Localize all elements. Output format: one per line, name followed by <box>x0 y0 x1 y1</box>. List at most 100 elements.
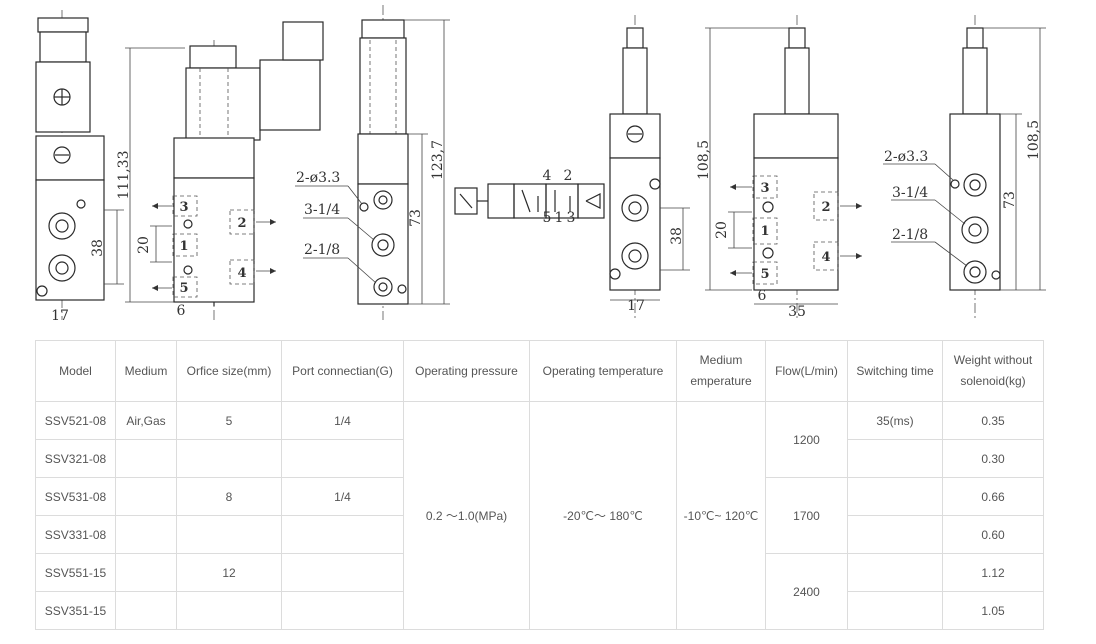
symbol-port-5: 5 <box>543 210 552 226</box>
symbol-port-1: 1 <box>555 210 564 226</box>
cell-weight: 1.05 <box>942 591 1044 630</box>
table-row: SSV321-08 0.30 <box>35 439 1044 478</box>
dim-bottom: 17 <box>51 308 69 320</box>
cell-port <box>281 439 404 478</box>
dim-bottom-small: 6 <box>758 288 767 304</box>
cell-switching-time <box>847 439 943 478</box>
port-label-1: 1 <box>760 224 769 239</box>
cell-orifice <box>176 591 282 630</box>
spec-table: Model Medium Orfice size(mm) Port connec… <box>35 340 1044 630</box>
port-label-4: 4 <box>821 250 830 265</box>
cell-orifice: 12 <box>176 553 282 592</box>
header-operating-pressure: Operating pressure <box>403 340 530 402</box>
header-model: Model <box>35 340 116 402</box>
drawing-side-view-ports-stem: 2-ø3.3 3-1/4 2-1/8 73 108,5 <box>883 15 1046 320</box>
cell-operating-temperature: -20℃～ 180℃ <box>529 401 677 630</box>
cell-orifice <box>176 515 282 554</box>
hole-label: 2-ø3.3 <box>884 149 928 165</box>
dim-width: 38 <box>90 239 106 257</box>
cell-port: 1/4 <box>281 401 404 440</box>
cell-model: SSV551-15 <box>35 553 116 592</box>
port-label-2: 2 <box>821 200 830 215</box>
cell-port <box>281 553 404 592</box>
dim-height: 108,5 <box>696 140 712 180</box>
table-row: SSV331-08 0.60 <box>35 515 1044 554</box>
cell-port <box>281 591 404 630</box>
symbol-port-4: 4 <box>543 168 552 184</box>
header-flow: Flow(L/min) <box>765 340 848 402</box>
dim-height: 111,33 <box>116 151 132 200</box>
cell-switching-time <box>847 477 943 516</box>
cell-weight: 0.60 <box>942 515 1044 554</box>
drawing-side-view-coil: 38 17 <box>35 10 124 320</box>
cell-medium <box>115 477 177 516</box>
dim-body: 73 <box>408 209 424 227</box>
dim-bottom: 35 <box>788 304 806 320</box>
cell-switching-time <box>847 591 943 630</box>
port-label-a: 3-1/4 <box>892 185 928 201</box>
dim-width: 38 <box>669 227 685 245</box>
header-orifice-size: Orfice size(mm) <box>176 340 282 402</box>
table-row: SSV351-15 1.05 <box>35 591 1044 630</box>
cell-medium: Air,Gas <box>115 401 177 440</box>
header-medium: Medium <box>115 340 177 402</box>
cell-pressure: 0.2 ～1.0(MPa) <box>403 401 530 630</box>
symbol-port-3: 3 <box>567 210 576 226</box>
port-label-b: 2-1/8 <box>892 227 928 243</box>
table-row: SSV551-15 12 2400 1.12 <box>35 553 1044 630</box>
port-label-4: 4 <box>237 266 246 281</box>
port-label-b: 2-1/8 <box>304 242 340 258</box>
cell-orifice <box>176 439 282 478</box>
dim-height: 108,5 <box>1026 120 1042 160</box>
table-row: SSV531-08 8 1/4 1700 0.66 <box>35 477 1044 554</box>
cell-flow: 1200 <box>765 401 848 478</box>
cell-weight: 1.12 <box>942 553 1044 592</box>
dim-bottom: 17 <box>627 298 645 314</box>
port-label-5: 5 <box>760 267 769 282</box>
cell-model: SSV321-08 <box>35 439 116 478</box>
cell-flow: 2400 <box>765 553 848 630</box>
cell-port: 1/4 <box>281 477 404 516</box>
dim-body: 73 <box>1002 191 1018 209</box>
header-switching-time: Switching time <box>847 340 943 402</box>
hole-label: 2-ø3.3 <box>296 170 340 186</box>
port-label-3: 3 <box>179 200 188 215</box>
cell-medium-temperature: -10℃~ 120℃ <box>676 401 766 630</box>
dim-height: 123,7 <box>430 140 446 180</box>
port-label-1: 1 <box>179 239 188 254</box>
header-port-connection: Port connectian(G) <box>281 340 404 402</box>
drawing-front-view-coil: 111,33 3 1 5 2 4 20 6 <box>116 21 324 320</box>
header-operating-temperature: Operating temperature <box>529 340 677 402</box>
cell-switching-time <box>847 553 943 592</box>
cell-switching-time <box>847 515 943 554</box>
cell-model: SSV331-08 <box>35 515 116 554</box>
cell-model: SSV351-15 <box>35 591 116 630</box>
drawing-side-view-stem: 38 17 <box>609 15 690 320</box>
table-header-row: Model Medium Orfice size(mm) Port connec… <box>35 340 1044 402</box>
cell-medium <box>115 591 177 630</box>
cell-weight: 0.30 <box>942 439 1044 478</box>
technical-drawings: 38 17 111,33 3 1 5 2 4 <box>35 5 1046 320</box>
pneumatic-symbol: 4 2 5 1 3 <box>454 168 605 226</box>
port-label-2: 2 <box>237 216 246 231</box>
cell-flow: 1700 <box>765 477 848 554</box>
port-label-3: 3 <box>760 181 769 196</box>
cell-model: SSV531-08 <box>35 477 116 516</box>
cell-switching-time: 35(ms) <box>847 401 943 440</box>
cell-orifice: 8 <box>176 477 282 516</box>
cell-medium <box>115 439 177 478</box>
table-row: SSV521-08 Air,Gas 5 1/4 0.2 ～1.0(MPa) -2… <box>35 401 1044 630</box>
cell-model: SSV521-08 <box>35 401 116 440</box>
dim-bottom: 6 <box>177 303 186 319</box>
dim-side: 20 <box>136 236 152 254</box>
dim-side: 20 <box>714 221 730 239</box>
port-label-5: 5 <box>179 281 188 296</box>
cell-medium <box>115 515 177 554</box>
drawing-front-view-stem: 108,5 3 1 5 2 4 20 6 35 <box>696 15 862 320</box>
symbol-port-2: 2 <box>564 168 573 184</box>
cell-port <box>281 515 404 554</box>
drawing-side-view-ports: 2-ø3.3 3-1/4 2-1/8 73 123,7 <box>295 5 450 320</box>
port-label-a: 3-1/4 <box>304 202 340 218</box>
